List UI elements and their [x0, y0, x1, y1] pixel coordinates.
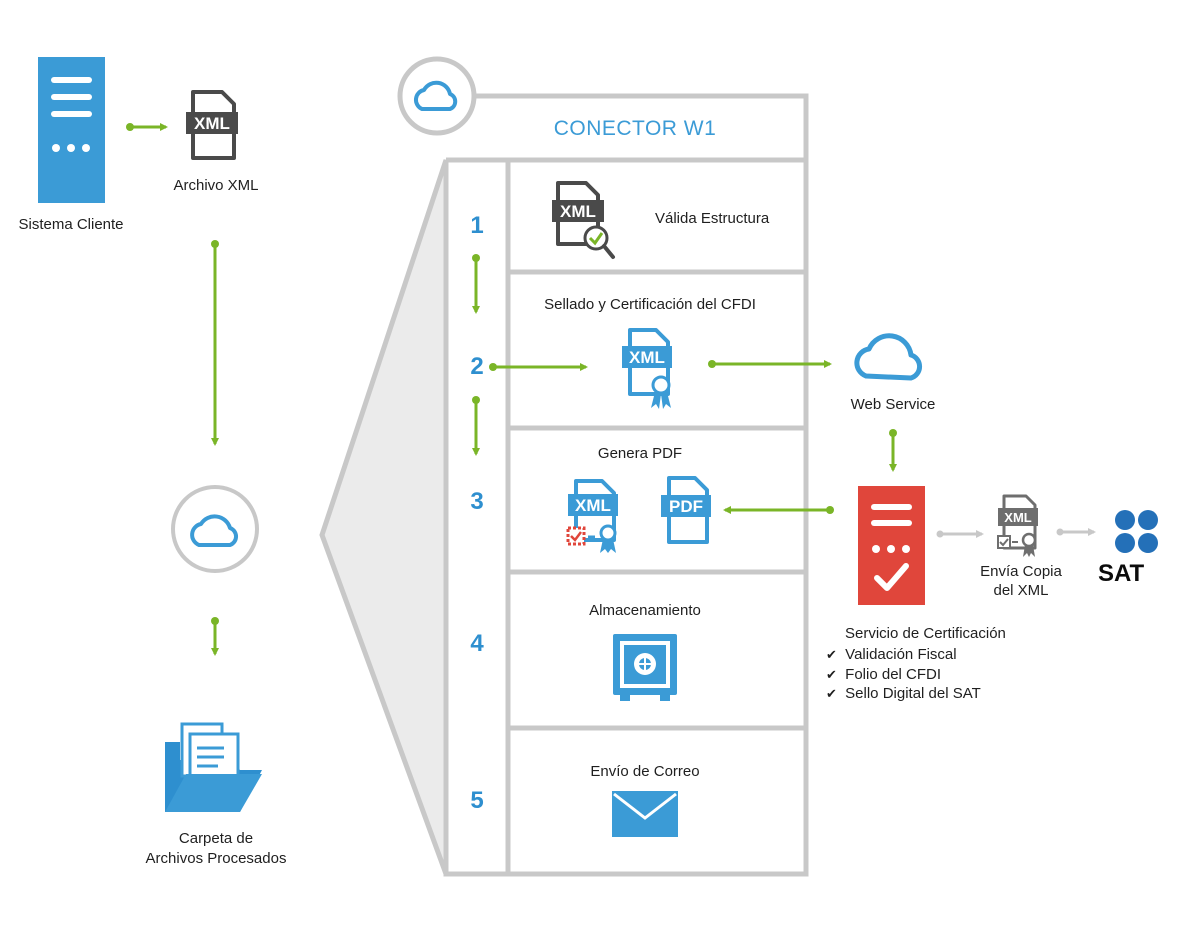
- arrow-copy-to-sat: [1056, 528, 1096, 536]
- step1-icon-text: XML: [560, 202, 596, 221]
- step1-label: Válida Estructura: [655, 210, 770, 227]
- step2-icon-text: XML: [629, 348, 665, 367]
- step4-label: Almacenamiento: [589, 602, 701, 619]
- xml-certified-icon: [622, 328, 672, 409]
- step3-xml-icon-text: XML: [575, 496, 611, 515]
- step2-label: Sellado y Certificación del CFDI: [544, 296, 756, 313]
- step-number-1: 1: [470, 212, 484, 239]
- xml-file-icon-text: XML: [194, 114, 230, 133]
- server-icon: [38, 57, 105, 203]
- connector-title: CONECTOR W1: [553, 117, 717, 140]
- connector-funnel: [319, 159, 449, 875]
- certification-item: ✔ Validación Fiscal: [826, 646, 957, 663]
- step-number-3: 3: [470, 488, 484, 515]
- certification-server-icon: [858, 486, 925, 605]
- webservice-label: Web Service: [850, 396, 936, 413]
- connector-cloud-icon: [397, 56, 477, 136]
- processing-cloud-icon: [171, 485, 259, 573]
- copy-label-line2: del XML: [993, 582, 1049, 599]
- arrow-step1-to-2: [472, 254, 480, 314]
- arrow-step2-to-3: [472, 396, 480, 456]
- certification-item: ✔ Sello Digital del SAT: [826, 685, 981, 702]
- arrow-cert-to-copy: [936, 530, 984, 538]
- xml-sealed-icon: [566, 479, 618, 553]
- step-number-5: 5: [470, 787, 484, 814]
- pdf-icon: [661, 476, 711, 544]
- xml-copy-icon: [997, 494, 1038, 557]
- check-icon: ✔: [826, 686, 837, 701]
- arrow-client-to-file: [126, 123, 168, 131]
- arrow-webservice-to-cert: [889, 429, 897, 472]
- safe-icon: [613, 634, 677, 701]
- step3-pdf-icon-text: PDF: [669, 497, 703, 516]
- mail-icon: [612, 791, 678, 837]
- arrow-xml-to-webservice: [708, 360, 832, 368]
- certification-item: ✔ Folio del CFDI: [826, 665, 942, 683]
- xml-file-icon: [186, 90, 238, 160]
- sat-logo-icon: [1115, 510, 1158, 553]
- xml-validate-icon: [552, 181, 615, 259]
- arrow-cert-to-pdf: [723, 506, 834, 514]
- step-number-2: 2: [470, 353, 484, 380]
- certification-title: Servicio de Certificación: [845, 625, 1006, 642]
- check-icon: ✔: [826, 647, 837, 662]
- step3-label: Genera PDF: [597, 445, 683, 462]
- arrow-file-to-cloud: [211, 240, 219, 446]
- client-system-label: Sistema Cliente: [18, 216, 124, 233]
- webservice-cloud-icon: [854, 333, 922, 381]
- folder-icon: [165, 722, 262, 812]
- copy-label-line1: Envía Copia: [980, 563, 1062, 580]
- certification-list: ✔ Validación Fiscal ✔ Folio del CFDI ✔ S…: [826, 645, 981, 704]
- arrow-step2-to-xml: [489, 363, 588, 371]
- step5-label: Envío de Correo: [590, 763, 700, 780]
- arrow-cloud-to-folder: [211, 617, 219, 656]
- folder-label-line1: Carpeta de: [178, 830, 254, 847]
- xml-file-label: Archivo XML: [173, 177, 259, 194]
- connector-frame: [443, 93, 809, 877]
- copy-icon-text: XML: [1004, 510, 1032, 525]
- folder-label-line2: Archivos Procesados: [145, 850, 287, 867]
- step-number-4: 4: [470, 630, 484, 657]
- check-icon: ✔: [826, 666, 837, 682]
- sat-label: SAT: [1098, 560, 1145, 587]
